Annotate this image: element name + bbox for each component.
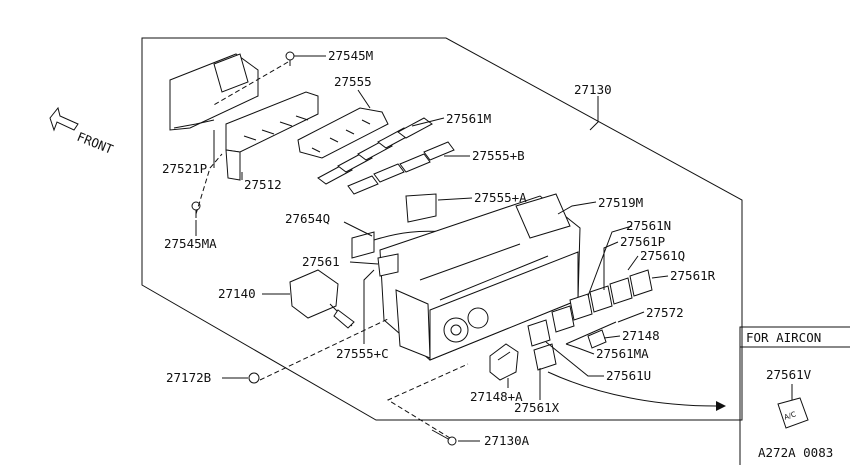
aircon-box-title: FOR AIRCON xyxy=(746,330,821,345)
label-27561R: 27561R xyxy=(670,268,716,283)
assembly-frame xyxy=(141,37,743,421)
part-27561-right-buttons xyxy=(551,269,653,333)
label-27561N: 27561N xyxy=(626,218,671,233)
part-27572-rod xyxy=(565,321,617,345)
part-27561-clip xyxy=(377,253,399,277)
guide-dashed-4 xyxy=(386,363,469,439)
part-27545MA-screw xyxy=(191,201,201,218)
part-27512-bracket xyxy=(225,91,319,181)
part-27555A-clip xyxy=(405,193,437,223)
label-27561X: 27561X xyxy=(514,400,560,415)
front-label: FRONT xyxy=(75,129,116,157)
label-27148: 27148 xyxy=(622,328,660,343)
guide-dashed-2 xyxy=(195,153,223,215)
part-27140-motor xyxy=(289,269,355,329)
label-27654Q: 27654Q xyxy=(285,211,330,226)
label-27561: 27561 xyxy=(302,254,340,269)
label-27561MA: 27561MA xyxy=(596,346,649,361)
part-27561U-button xyxy=(527,319,551,347)
front-arrow-icon xyxy=(49,106,79,132)
label-27545MA: 27545MA xyxy=(164,236,217,251)
label-27555C: 27555+C xyxy=(336,346,389,361)
label-27555B: 27555+B xyxy=(472,148,525,163)
part-27555B-strip xyxy=(347,141,455,195)
label-27545M: 27545M xyxy=(328,48,373,63)
label-27521P: 27521P xyxy=(162,161,207,176)
label-27130: 27130 xyxy=(574,82,612,97)
part-27130A-screw xyxy=(431,429,457,446)
leader-lines xyxy=(195,55,669,442)
part-27148-piece xyxy=(587,329,607,349)
part-27555C-side-plate xyxy=(395,289,431,359)
part-27561X-button xyxy=(533,343,557,371)
arrow-head-icon xyxy=(716,401,726,411)
part-27521P-panel xyxy=(169,53,259,131)
guide-dashed-1 xyxy=(211,61,289,107)
guide-dashed-3 xyxy=(259,317,391,381)
label-27561P: 27561P xyxy=(620,234,665,249)
label-27561V: 27561V xyxy=(766,367,812,382)
part-27555-strip xyxy=(297,107,389,159)
aircon-pointer-arrow xyxy=(547,371,717,407)
label-27130A: 27130A xyxy=(484,433,530,448)
aircon-inset-box: FOR AIRCON 27561V A/C A272A 0083 xyxy=(739,326,850,465)
label-27519M: 27519M xyxy=(598,195,643,210)
label-27555: 27555 xyxy=(334,74,372,89)
label-27561U: 27561U xyxy=(606,368,651,383)
label-27561Q: 27561Q xyxy=(640,248,685,263)
label-27555A: 27555+A xyxy=(474,190,527,205)
label-27140: 27140 xyxy=(218,286,256,301)
part-27519M-control-body xyxy=(379,193,581,361)
label-27512: 27512 xyxy=(244,177,282,192)
part-27561M-buttons xyxy=(317,117,433,185)
part-27172B-nut xyxy=(248,372,260,384)
aircon-button-text: A/C xyxy=(783,410,797,421)
label-27172B: 27172B xyxy=(166,370,211,385)
label-27561M: 27561M xyxy=(446,111,491,126)
catalog-code: A272A 0083 xyxy=(758,445,833,460)
aircon-button-icon xyxy=(777,397,809,429)
label-27572: 27572 xyxy=(646,305,684,320)
label-27148A: 27148+A xyxy=(470,389,523,404)
part-27545M-screw xyxy=(285,51,295,66)
part-27148A-knob xyxy=(489,343,519,381)
